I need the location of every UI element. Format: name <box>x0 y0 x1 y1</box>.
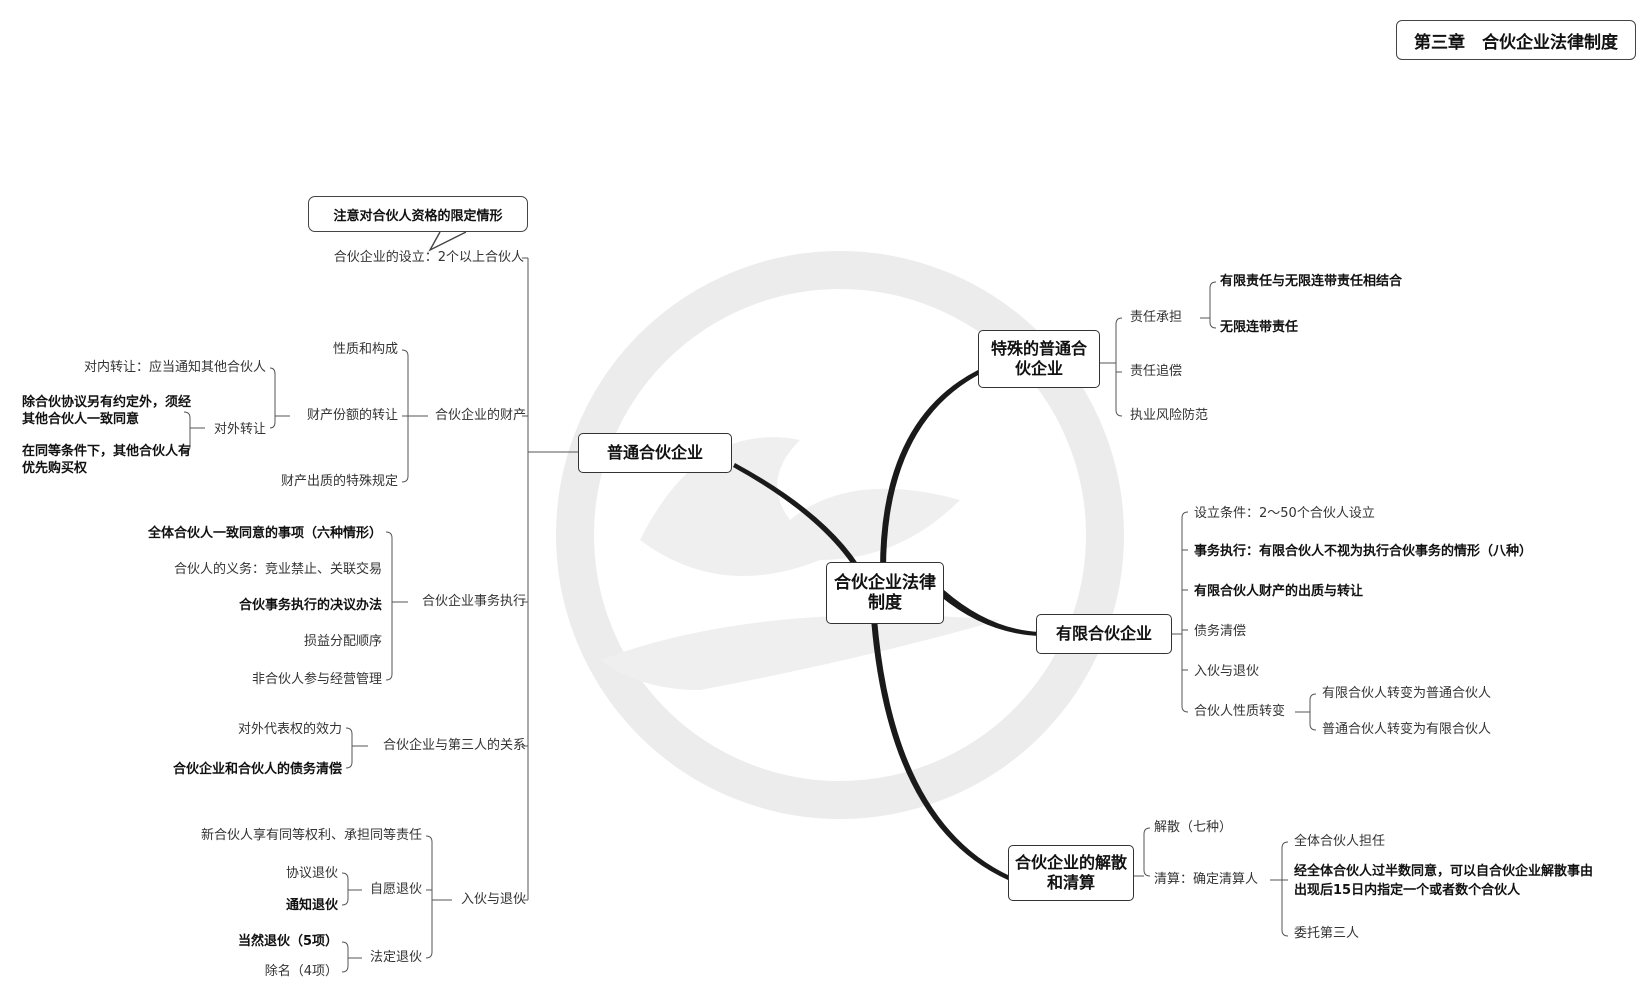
property-special: 财产出质的特殊规定 <box>280 474 398 489</box>
affairs-item-3: 合伙事务执行的决议办法 <box>238 598 382 613</box>
transfer-internal: 对内转让：应当通知其他合伙人 <box>83 360 266 375</box>
affairs-item-4: 损益分配顺序 <box>303 634 382 649</box>
liquidator-all-partners: 全体合伙人担任 <box>1294 834 1386 849</box>
branch-limited <box>940 590 1040 636</box>
external-consent: 除合伙协议另有约定外，须经其他合伙人一致同意 <box>22 395 192 427</box>
node-special-partnership[interactable]: 特殊的普通合伙企业 <box>978 330 1100 388</box>
limited-item-5: 入伙与退伙 <box>1194 664 1260 679</box>
external-preemption: 在同等条件下，其他合伙人有优先购买权 <box>22 444 192 476</box>
entry-legal: 法定退伙 <box>369 950 422 965</box>
branch-dissolution <box>870 605 1010 880</box>
general-establish: 合伙企业的设立：2个以上合伙人 <box>333 250 524 265</box>
special-recourse: 责任追偿 <box>1130 364 1183 379</box>
third-item-1: 对外代表权的效力 <box>237 722 342 737</box>
entry-voluntary: 自愿退伙 <box>369 882 422 897</box>
transfer-external: 对外转让 <box>213 422 266 437</box>
voluntary-notice: 通知退伙 <box>285 898 338 913</box>
limited-item-4: 债务清偿 <box>1194 624 1247 639</box>
general-entry-exit: 入伙与退伙 <box>460 892 526 907</box>
branch-special <box>880 370 980 570</box>
legal-automatic: 当然退伙（5项） <box>237 934 338 949</box>
liability-unlimited: 无限连带责任 <box>1220 320 1299 335</box>
liability-combined: 有限责任与无限连带责任相结合 <box>1220 274 1403 289</box>
affairs-item-5: 非合伙人参与经营管理 <box>251 672 382 687</box>
callout-note: 注意对合伙人资格的限定情形 <box>308 196 528 232</box>
dissolution-liquidator: 清算：确定清算人 <box>1154 872 1259 887</box>
limited-item-1: 设立条件：2～50个合伙人设立 <box>1194 506 1375 521</box>
property-nature: 性质和构成 <box>332 342 398 357</box>
special-liability: 责任承担 <box>1130 310 1183 325</box>
limited-item-6: 合伙人性质转变 <box>1194 704 1286 719</box>
affairs-item-1: 全体合伙人一致同意的事项（六种情形） <box>147 526 382 541</box>
node-dissolution[interactable]: 合伙企业的解散和清算 <box>1008 845 1134 901</box>
liquidator-appointed: 经全体合伙人过半数同意，可以自合伙企业解散事由出现后15日内指定一个或者数个合伙… <box>1294 864 1594 898</box>
center-node[interactable]: 合伙企业法律制度 <box>826 562 944 624</box>
legal-expulsion: 除名（4项） <box>264 964 338 979</box>
affairs-item-2: 合伙人的义务：竞业禁止、关联交易 <box>173 562 382 577</box>
entry-new-partner: 新合伙人享有同等权利、承担同等责任 <box>200 828 422 843</box>
liquidator-third-party: 委托第三人 <box>1294 926 1360 941</box>
general-affairs: 合伙企业事务执行 <box>421 594 526 609</box>
general-property: 合伙企业的财产 <box>434 408 526 423</box>
general-to-limited: 普通合伙人转变为有限合伙人 <box>1322 722 1492 737</box>
limited-to-general: 有限合伙人转变为普通合伙人 <box>1322 686 1492 701</box>
dissolution-reasons: 解散（七种） <box>1154 820 1233 835</box>
limited-item-2: 事务执行：有限合伙人不视为执行合伙事务的情形（八种） <box>1194 544 1533 559</box>
special-risk: 执业风险防范 <box>1130 408 1209 423</box>
callout-tail <box>428 231 467 252</box>
node-general-partnership[interactable]: 普通合伙企业 <box>578 433 732 473</box>
watermark-logo-icon <box>556 251 1124 819</box>
chapter-title: 第三章 合伙企业法律制度 <box>1396 20 1636 60</box>
voluntary-agreement: 协议退伙 <box>285 866 338 881</box>
limited-item-3: 有限合伙人财产的出质与转让 <box>1194 584 1364 599</box>
node-limited-partnership[interactable]: 有限合伙企业 <box>1036 614 1172 654</box>
third-item-2: 合伙企业和合伙人的债务清偿 <box>172 762 342 777</box>
general-third-party: 合伙企业与第三人的关系 <box>382 738 526 753</box>
property-share-transfer: 财产份额的转让 <box>306 408 398 423</box>
